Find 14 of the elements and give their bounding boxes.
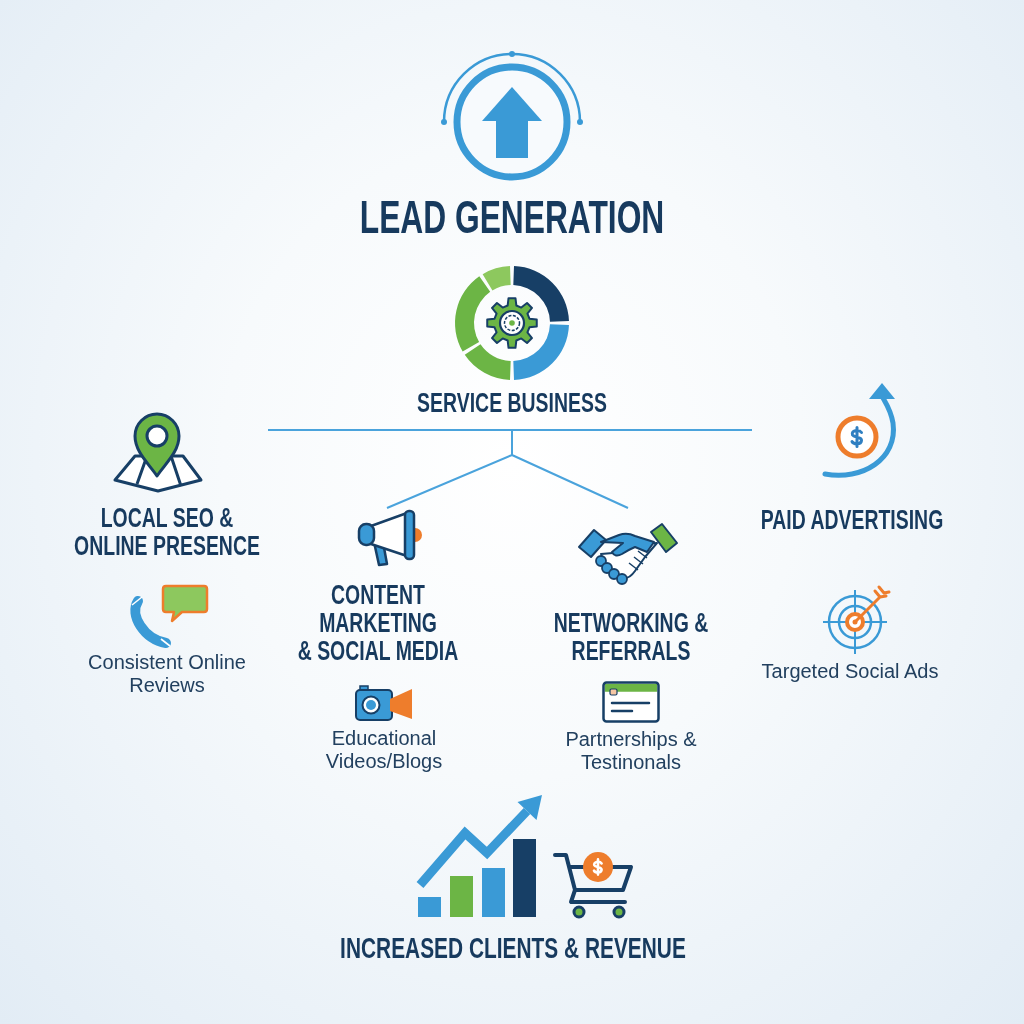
category-heading: NETWORKING & REFERRALS [553,609,709,665]
item-text: Partnerships & Testinonals [565,728,697,774]
connector-line [511,429,629,509]
item-text: Educational Videos/Blogs [325,727,443,773]
item-text: Consistent Online Reviews [88,651,246,697]
connector-line [267,429,513,431]
category-heading: CONTENT MARKETING & SOCIAL MEDIA [297,581,459,665]
category-heading: LOCAL SEO & ONLINE PRESENCE [74,504,260,560]
outcome-heading: INCREASED CLIENTS & REVENUE [340,933,686,963]
item-text: Targeted Social Ads [761,660,939,683]
connector-line [511,429,753,431]
hub-heading: SERVICE BUSINESS [417,389,607,417]
category-heading: PAID ADVERTISING [760,506,944,534]
title: LEAD GENERATION [359,193,665,241]
